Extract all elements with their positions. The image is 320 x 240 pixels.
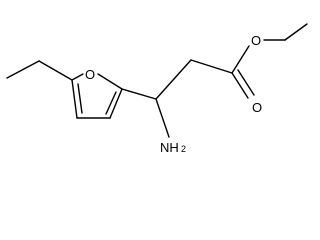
bond-carbonyl-ester-o [231,45,250,74]
bond-ch-nh2 [155,98,170,138]
bond-ch3-ch2-left [6,60,40,79]
bond-c4-c5 [71,79,78,119]
bond-ch2-c5-furan [38,60,73,81]
structure-diagram: O O O NH 2 [6,23,308,153]
bond-carbonyl-double-a [231,72,249,99]
amine-label: NH [160,140,179,153]
carbonyl-oxygen-label: O [252,100,262,115]
bond-c2-ch [121,88,157,100]
bond-ch2-ch3-right [284,23,308,41]
bond-c2-c3-inner [105,91,117,115]
amine-subscript: 2 [181,144,186,153]
bond-ch2-carbonyl [190,59,233,74]
bond-c2-c3 [109,88,123,119]
bond-carbonyl-double-b [237,69,255,96]
bond-c5-o1 [71,73,84,81]
bond-c4-c5-inner [77,83,83,114]
bond-o1-c2 [97,73,123,90]
bond-ch-ch2 [155,59,192,100]
ester-oxygen-label: O [251,33,261,48]
furan-oxygen-label: O [85,67,95,82]
